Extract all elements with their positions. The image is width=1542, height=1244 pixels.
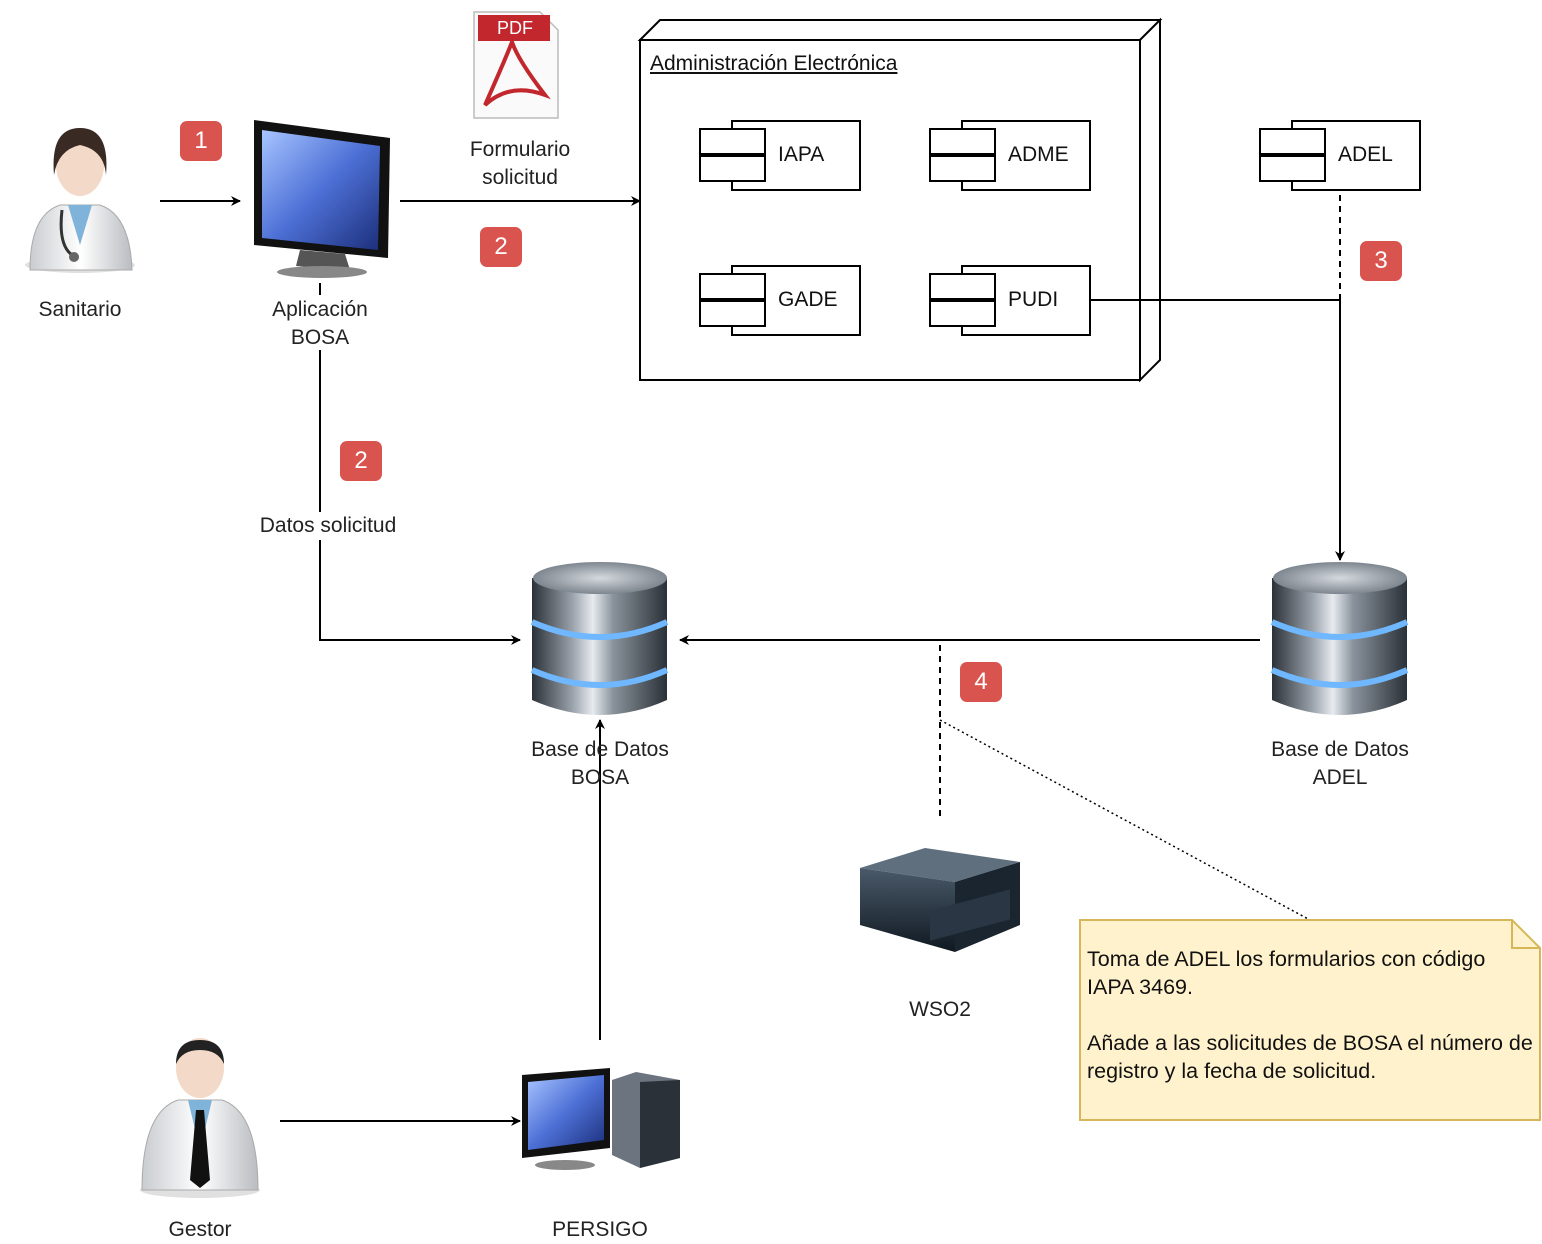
sanitario-icon — [25, 128, 135, 273]
component-pudi-label: PUDI — [1008, 288, 1059, 311]
note-line-2: Añade a las solicitudes de BOSA el númer… — [1087, 1031, 1533, 1083]
step-badge-2-data: 2 — [340, 441, 382, 481]
admin-node-title: Administración Electrónica — [650, 52, 898, 75]
formulario-label: Formulario solicitud — [469, 138, 571, 189]
note-text: Toma de ADEL los formularios con código … — [1087, 945, 1537, 1085]
note-shape — [1079, 919, 1541, 1121]
server-icon — [860, 848, 1020, 952]
component-adel-label: ADEL — [1338, 143, 1393, 166]
component-iapa-shape — [699, 120, 861, 191]
component-iapa-label: IAPA — [778, 143, 825, 166]
component-adel-shape — [1259, 120, 1421, 191]
datos-solicitud-label: Datos solicitud — [240, 512, 416, 540]
monitor-icon — [254, 120, 390, 278]
database-adel-icon — [1270, 562, 1409, 715]
bd-adel-label: Base de Datos ADEL — [1271, 738, 1409, 789]
note-line-1: Toma de ADEL los formularios con código … — [1087, 947, 1486, 999]
component-adme-shape — [929, 120, 1091, 191]
edge-app-to-bd-bosa — [319, 350, 521, 645]
persigo-label: PERSIGO — [552, 1218, 648, 1241]
gestor-label: Gestor — [168, 1218, 232, 1241]
pdf-text: PDF — [497, 18, 533, 38]
step-badge-2-form: 2 — [480, 227, 522, 267]
bd-bosa-label: Base de Datos BOSA — [531, 738, 669, 789]
step-badge-1: 1 — [180, 121, 222, 161]
step-badge-4: 4 — [960, 662, 1002, 702]
step-badge-3: 3 — [1360, 241, 1402, 281]
aplicacion-bosa-label: Aplicación BOSA — [272, 298, 368, 349]
note-fold — [1511, 920, 1540, 949]
component-gade-shape — [699, 265, 861, 336]
pdf-document-icon — [473, 11, 559, 119]
sanitario-label: Sanitario — [38, 298, 122, 321]
database-bosa-icon — [530, 562, 669, 715]
edge-note-dotted — [939, 719, 1311, 921]
component-pudi-shape — [929, 265, 1091, 336]
component-adme-label: ADME — [1008, 143, 1069, 166]
component-gade-label: GADE — [778, 288, 838, 311]
gestor-icon — [140, 1038, 260, 1198]
wso2-label: WSO2 — [909, 998, 971, 1021]
desktop-pc-icon — [522, 1068, 680, 1170]
